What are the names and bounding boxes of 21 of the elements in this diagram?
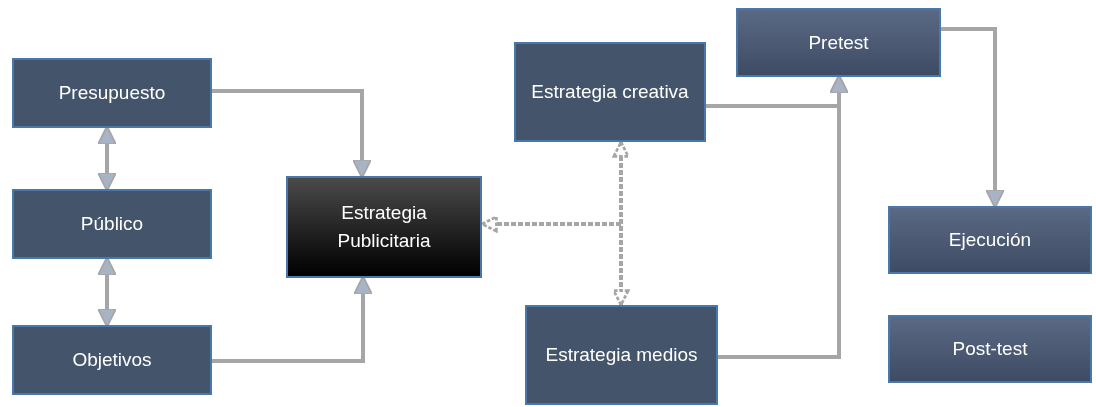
box-label: Objetivos	[71, 348, 153, 373]
box-label: Post-test	[951, 337, 1029, 362]
process-box	[286, 176, 482, 278]
box-label: Presupuesto	[57, 81, 167, 106]
box-label: Estrategia creativa	[530, 80, 690, 105]
process-box	[525, 305, 718, 405]
connector-arrow	[612, 140, 630, 307]
process-box	[888, 206, 1092, 274]
box-label: Pretest	[807, 30, 870, 55]
process-box	[736, 8, 941, 77]
box-label: Público	[79, 212, 145, 237]
box-label: Estrategia medios	[544, 343, 699, 368]
connector-arrow	[941, 27, 1005, 209]
process-box	[514, 42, 706, 142]
process-box	[888, 315, 1092, 383]
connector-arrow	[212, 89, 372, 179]
process-box	[12, 325, 212, 395]
process-box	[12, 58, 212, 128]
box-label: Ejecución	[947, 228, 1033, 253]
process-box	[12, 189, 212, 259]
box-label: Estrategia Publicitaria	[336, 201, 432, 253]
